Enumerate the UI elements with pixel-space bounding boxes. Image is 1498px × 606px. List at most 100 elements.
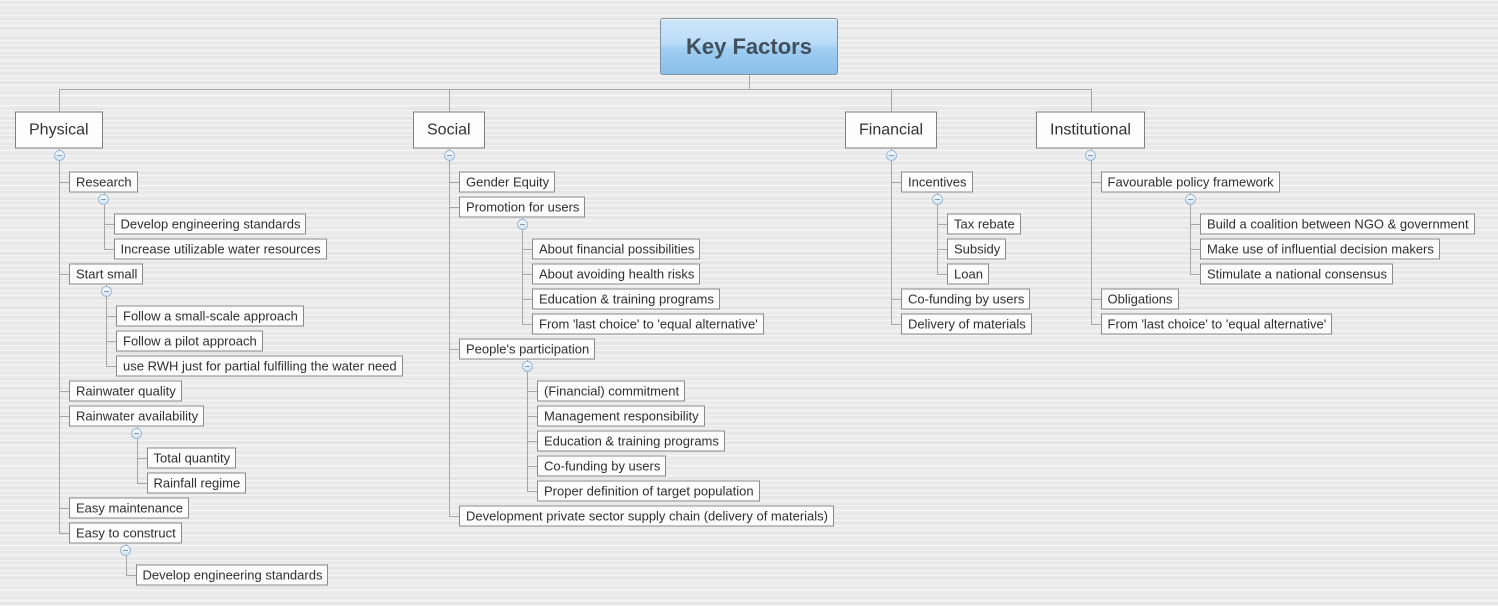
node-co-funding-by-users[interactable]: Co-funding by users (901, 288, 1031, 310)
collapse-icon[interactable] (516, 219, 528, 230)
connector-line (891, 324, 901, 325)
collapse-icon[interactable] (100, 286, 112, 297)
connector-line (891, 299, 901, 300)
node-financial-commitment[interactable]: (Financial) commitment (537, 380, 686, 402)
connector-line (937, 192, 938, 274)
connector-line (1190, 192, 1191, 274)
node-promotion-for-users[interactable]: Promotion for users (459, 196, 586, 218)
connector-line (1090, 299, 1101, 300)
connector-line (1090, 182, 1101, 183)
node-stimulate-a-national-consensus[interactable]: Stimulate a national consensus (1200, 263, 1393, 285)
node-make-use-of-influential-decision-makers[interactable]: Make use of influential decision makers (1200, 238, 1440, 260)
node-delivery-of-materials[interactable]: Delivery of materials (901, 313, 1032, 335)
node-education-training-programs[interactable]: Education & training programs (537, 430, 725, 452)
connector-line (59, 89, 60, 112)
connector-line (136, 483, 147, 484)
node-total-quantity[interactable]: Total quantity (146, 447, 237, 469)
node-easy-maintenance[interactable]: Easy maintenance (69, 497, 189, 519)
connector-line (59, 416, 69, 417)
node-rainwater-availability[interactable]: Rainwater availability (69, 405, 205, 427)
connector-line (136, 426, 138, 483)
connector-line (522, 249, 532, 250)
connector-line (59, 391, 69, 392)
connector-line (59, 89, 1091, 90)
node-about-financial-possibilities[interactable]: About financial possibilities (532, 238, 701, 260)
collapse-icon[interactable] (885, 150, 897, 161)
connector-line (449, 148, 450, 516)
connector-line (522, 217, 523, 324)
node-from-last-choice-to-equal-alternative[interactable]: From 'last choice' to 'equal alternative… (532, 313, 764, 335)
collapse-icon[interactable] (443, 150, 455, 161)
node-co-funding-by-users[interactable]: Co-funding by users (537, 455, 667, 477)
connector-line (1190, 249, 1200, 250)
connector-line (103, 249, 114, 250)
connector-line (1090, 324, 1101, 325)
node-develop-engineering-standards[interactable]: Develop engineering standards (113, 213, 307, 235)
node-management-responsibility[interactable]: Management responsibility (537, 405, 705, 427)
node-incentives[interactable]: Incentives (901, 171, 973, 193)
connector-line (103, 224, 114, 225)
collapse-icon[interactable] (53, 150, 65, 161)
connector-line (59, 508, 69, 509)
node-gender-equity[interactable]: Gender Equity (459, 171, 556, 193)
connector-line (125, 575, 136, 576)
node-loan[interactable]: Loan (947, 263, 989, 285)
branch-physical[interactable]: Physical (15, 111, 103, 149)
node-research[interactable]: Research (69, 171, 138, 193)
connector-line (937, 249, 947, 250)
node-increase-utilizable-water-resources[interactable]: Increase utilizable water resources (113, 238, 327, 260)
connector-line (106, 316, 116, 317)
connector-line (522, 299, 532, 300)
node-follow-a-pilot-approach[interactable]: Follow a pilot approach (116, 330, 263, 352)
node-from-last-choice-to-equal-alternative[interactable]: From 'last choice' to 'equal alternative… (1100, 313, 1333, 335)
connector-line (59, 274, 69, 275)
node-follow-a-small-scale-approach[interactable]: Follow a small-scale approach (116, 305, 304, 327)
node-use-rwh-just-for-partial-fulfilling-the-water-need[interactable]: use RWH just for partial fulfilling the … (116, 355, 403, 377)
collapse-icon[interactable] (131, 428, 142, 439)
collapse-icon[interactable] (931, 194, 943, 205)
collapse-icon[interactable] (98, 194, 109, 205)
node-education-training-programs[interactable]: Education & training programs (532, 288, 720, 310)
connector-line (527, 491, 537, 492)
collapse-icon[interactable] (521, 361, 533, 372)
connector-line (891, 182, 901, 183)
root-node-key-factors[interactable]: Key Factors (660, 18, 838, 75)
node-build-a-coalition-between-ngo-government[interactable]: Build a coalition between NGO & governme… (1200, 213, 1475, 235)
branch-institutional[interactable]: Institutional (1036, 111, 1145, 149)
node-development-private-sector-supply-chain-delivery-of-materials[interactable]: Development private sector supply chain … (459, 505, 834, 527)
connector-line (449, 349, 459, 350)
node-about-avoiding-health-risks[interactable]: About avoiding health risks (532, 263, 701, 285)
node-rainfall-regime[interactable]: Rainfall regime (146, 472, 247, 494)
node-people-s-participation[interactable]: People's participation (459, 338, 596, 360)
collapse-icon[interactable] (1184, 194, 1196, 205)
connector-line (449, 516, 459, 517)
connector-line (59, 182, 69, 183)
node-rainwater-quality[interactable]: Rainwater quality (69, 380, 182, 402)
node-subsidy[interactable]: Subsidy (947, 238, 1007, 260)
connector-line (891, 89, 892, 112)
collapse-icon[interactable] (1085, 150, 1096, 161)
node-easy-to-construct[interactable]: Easy to construct (69, 522, 182, 544)
collapse-icon[interactable] (120, 545, 131, 556)
node-favourable-policy-framework[interactable]: Favourable policy framework (1100, 171, 1280, 193)
branch-financial[interactable]: Financial (845, 111, 938, 149)
connector-line (527, 359, 528, 491)
connector-line (106, 341, 116, 342)
node-tax-rebate[interactable]: Tax rebate (947, 213, 1021, 235)
connector-line (106, 366, 116, 367)
node-obligations[interactable]: Obligations (1100, 288, 1179, 310)
node-proper-definition-of-target-population[interactable]: Proper definition of target population (537, 480, 760, 502)
connector-line (527, 416, 537, 417)
branch-social[interactable]: Social (413, 111, 485, 149)
connector-line (59, 533, 69, 534)
connector-line (449, 207, 459, 208)
connector-line (527, 391, 537, 392)
connector-line (125, 543, 127, 575)
connector-line (1090, 89, 1092, 112)
connector-line (891, 148, 892, 324)
node-start-small[interactable]: Start small (69, 263, 144, 285)
connector-line (106, 284, 107, 366)
node-develop-engineering-standards[interactable]: Develop engineering standards (135, 564, 329, 586)
connector-line (937, 274, 947, 275)
